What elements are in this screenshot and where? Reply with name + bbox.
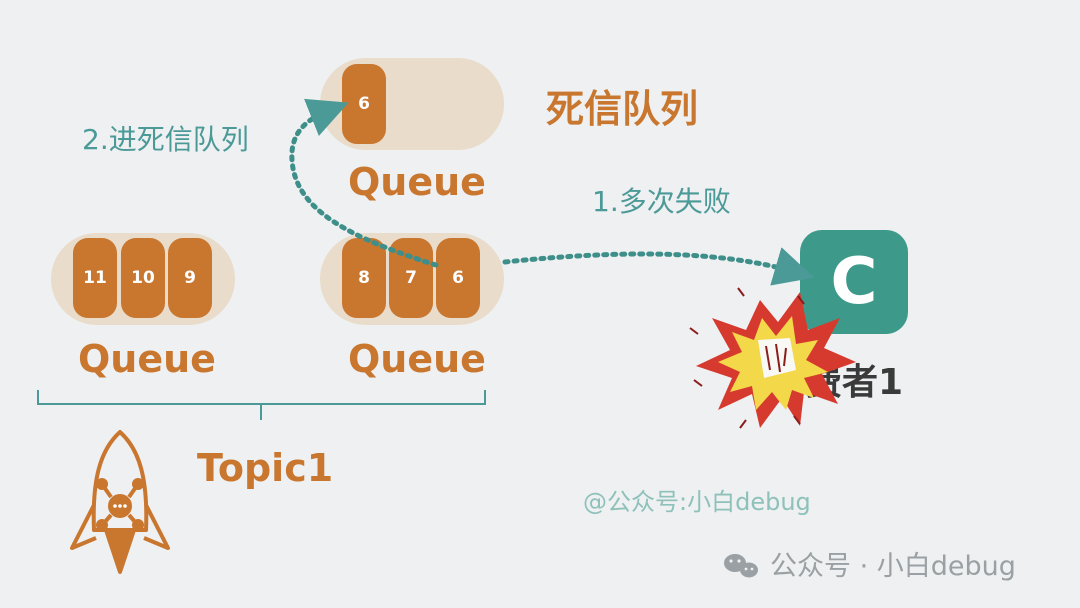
topic-queue-2-message: 6 — [436, 238, 480, 318]
dead-letter-title: 死信队列 — [546, 87, 699, 131]
consumer-badge: C — [800, 230, 908, 334]
watermark-footer-prefix: 公众号 — [770, 551, 851, 582]
topic-queue-2-message: 7 — [389, 238, 433, 318]
dead-letter-message: 6 — [342, 64, 386, 144]
topic-label: Topic1 — [197, 446, 334, 490]
arrow-to-dead-letter — [289, 98, 439, 268]
watermark-footer-separator: · — [859, 551, 869, 582]
topic-queue-1-label: Queue — [78, 337, 216, 381]
arrow-label-to-dead-letter: 2.进死信队列 — [82, 123, 249, 156]
arrow-label-to-consumer: 1.多次失败 — [592, 185, 731, 218]
watermark-inline: @公众号:小白debug — [583, 488, 811, 516]
dead-letter-queue-label: Queue — [348, 160, 486, 204]
topic-queue-1-message: 11 — [73, 238, 117, 318]
rocket-icon — [70, 430, 170, 574]
consumer-badge-letter: C — [830, 245, 878, 319]
watermark-footer-name: 小白debug — [876, 551, 1016, 582]
arrow-to-consumer — [502, 247, 815, 286]
topic-queue-1-message: 10 — [121, 238, 165, 318]
topic-queue-2-message: 8 — [342, 238, 386, 318]
topic-queue-2-label: Queue — [348, 337, 486, 381]
watermark-footer: 公众号 · 小白debug — [770, 553, 1016, 580]
wechat-icon — [724, 554, 758, 578]
topic-bracket — [37, 390, 486, 420]
topic-queue-1-message: 9 — [168, 238, 212, 318]
explosion-icon — [689, 287, 856, 429]
